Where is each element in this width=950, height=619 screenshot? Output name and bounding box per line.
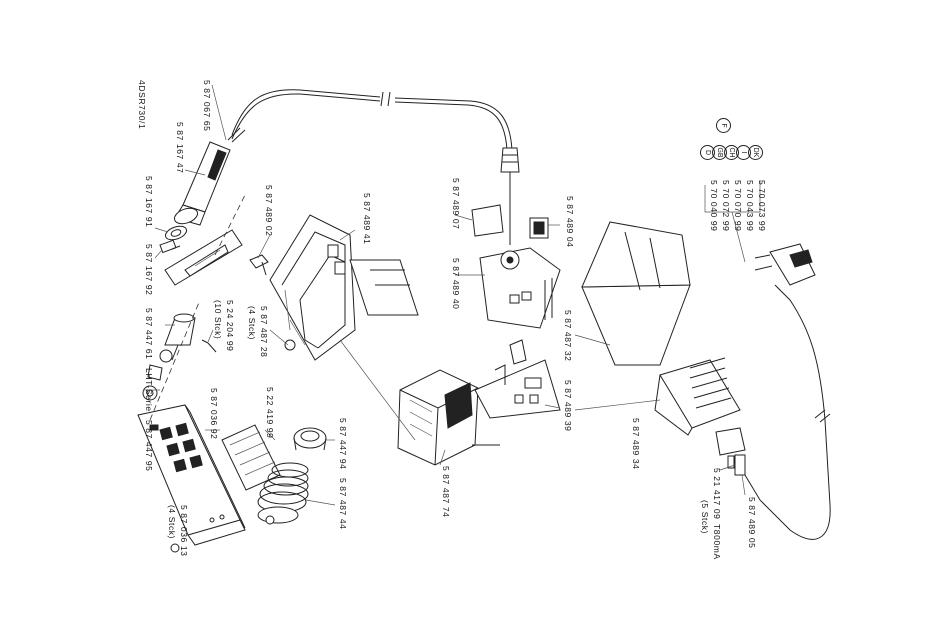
cord-code-ch: 5 70 070 99	[733, 180, 743, 232]
part-label-socket-board: 5 87 489 40	[451, 258, 461, 310]
part-label-screws-10-qty: (10 Stck)	[213, 300, 223, 340]
part-label-nut: 5 87 167 91	[144, 176, 154, 228]
sponge-cup	[293, 427, 327, 451]
part-label-sponge-cup: 5 87 447 94	[338, 418, 348, 470]
rubber-foot	[284, 339, 296, 351]
part-label-inlet: 5 87 489 05	[747, 497, 757, 549]
part-label-fuse: 5 21 417 09	[712, 468, 722, 520]
base-housing	[269, 214, 356, 361]
part-label-fuse-qty: (5 Stck)	[700, 500, 710, 535]
part-label-small-screw: 5 87 167 92	[144, 244, 154, 296]
screw-set	[201, 339, 217, 353]
panel-screw	[170, 543, 180, 553]
front-panel	[137, 404, 246, 546]
part-label-screws-10: 5 24 204 99	[225, 300, 235, 352]
top-cover	[581, 221, 691, 366]
drawing-id: 4DSR730/1	[137, 80, 147, 130]
part-label-label-plate: 5 87 489 07	[451, 178, 461, 230]
part-label-panel-screws: 5 87 036 13	[179, 505, 189, 557]
part-label-panel-screws-qty: (4 Stck)	[167, 505, 177, 540]
mains-socket	[654, 357, 741, 436]
part-label-cover: 5 87 487 32	[563, 310, 573, 362]
cleaning-sponge	[221, 424, 281, 491]
power-inlet	[715, 427, 746, 476]
cord-code-i: 5 70 043 99	[745, 180, 755, 232]
small-screw	[159, 239, 181, 254]
soldering-iron-handle	[173, 127, 246, 226]
part-label-heater-tip: 5 87 447 61	[144, 308, 154, 360]
part-label-cable: 5 87 067 65	[202, 80, 212, 132]
cable-connector	[500, 147, 520, 245]
part-label-fuse-rating: T800mA	[712, 524, 722, 560]
control-pcb	[474, 339, 561, 419]
soldering-iron-cable	[231, 89, 381, 136]
cord-code-gb: 5 70 072 99	[721, 180, 731, 232]
part-label-transformer: 5 87 487 74	[441, 466, 451, 518]
part-label-sponge: 5 22 419 99	[265, 387, 275, 439]
iron-stand-spiral	[257, 462, 309, 525]
part-label-handle: 5 87 167 47	[175, 122, 185, 174]
part-label-front-panel: 5 87 036 92	[209, 388, 219, 440]
power-switch	[529, 217, 549, 239]
part-label-feet-qty: (4 Stck)	[247, 306, 257, 341]
cord-code-dk: 5 70 073 99	[757, 180, 767, 232]
part-label-control-board: 5 87 489 39	[563, 380, 573, 432]
part-label-tip-series: LHT-Serie	[144, 368, 154, 412]
tip-cap	[147, 364, 163, 381]
mains-cord	[744, 243, 831, 540]
cord-code-d: 5 70 040 99	[709, 180, 719, 232]
label-plate	[471, 204, 504, 237]
country-badge-f: F	[716, 118, 731, 133]
leader-lines	[143, 84, 761, 506]
part-label-knob: 5 87 489 02	[264, 185, 274, 237]
control-knob	[249, 254, 269, 276]
transformer	[397, 369, 500, 466]
part-label-feet: 5 87 487 28	[259, 306, 269, 358]
nut-part	[164, 225, 188, 241]
shield-plate	[349, 259, 419, 316]
country-badge-d: D	[700, 145, 715, 160]
fuse	[727, 455, 735, 469]
part-label-tip-end: 5 87 447 95	[144, 420, 154, 472]
socket-board	[479, 247, 561, 329]
part-label-switch: 5 87 489 04	[565, 196, 575, 248]
part-label-mains-socket: 5 87 489 34	[631, 418, 641, 470]
part-label-housing: 5 87 489 41	[362, 193, 372, 245]
part-label-stand-spiral: 5 87 487 44	[338, 478, 348, 530]
